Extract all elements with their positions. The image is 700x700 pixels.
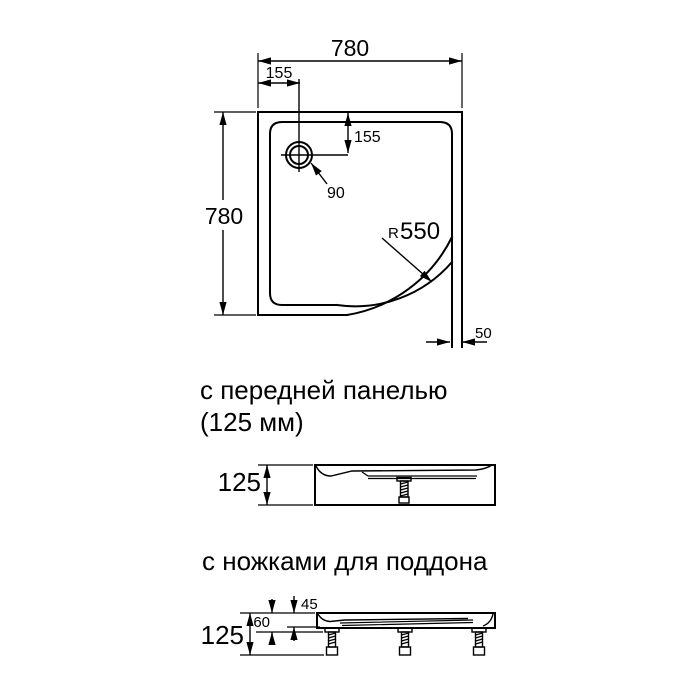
dim-drain-diameter: 90 (310, 162, 345, 202)
leg (471, 627, 487, 656)
dim-frame-height: 60 (253, 599, 323, 645)
dim-label-drain-diameter: 90 (327, 185, 345, 202)
tray-inner-corner-arc (335, 260, 454, 308)
panel-outline (314, 464, 496, 506)
tray-inner-contour (269, 121, 453, 348)
dim-label-radius-prefix: R (388, 225, 399, 242)
dim-panel-height: 125 (218, 464, 313, 506)
dim-front-offset: 50 (426, 325, 492, 346)
dim-drain-offset-x: 155 (258, 65, 300, 87)
support-board (339, 619, 474, 627)
leg-foot (325, 646, 339, 656)
caption-panel: с передней панелью (125 мм) (200, 375, 448, 437)
dim-label-height: 780 (205, 203, 243, 229)
dim-legs-total-height: 125 (201, 612, 324, 656)
leader-line (310, 162, 328, 185)
thread-hatching (400, 481, 409, 497)
dim-corner-radius: R 550 (381, 218, 440, 283)
leg (324, 627, 340, 656)
dim-left-height: 780 (201, 111, 256, 316)
adjustable-foot (396, 476, 412, 504)
support-board (361, 471, 477, 480)
legs-side-view: 125 60 45 (201, 596, 496, 656)
dim-label-drain-offset-x: 155 (266, 65, 293, 82)
thread-hatching (401, 632, 409, 645)
thread-hatching (475, 632, 483, 645)
label-background (201, 200, 247, 230)
dim-label-total-height: 125 (201, 620, 244, 650)
panel-side-view: 125 (218, 464, 496, 506)
top-view: 780 155 780 155 90 R 550 (201, 35, 492, 348)
leg-foot (398, 646, 412, 656)
dim-label-frame-height: 60 (253, 614, 270, 631)
dim-label-radius-value: 550 (400, 218, 440, 245)
dim-tray-height: 45 (287, 596, 320, 641)
tray-outer-corner-arc (345, 235, 454, 317)
tray-section-profile (317, 613, 469, 623)
dim-label-width: 780 (331, 35, 369, 61)
leader-line (381, 237, 433, 283)
leg (397, 627, 413, 656)
caption-panel-text: с передней панелью (200, 375, 448, 405)
caption-panel-size-text: (125 мм) (200, 407, 304, 437)
front-edge-curve (482, 613, 494, 627)
dim-label-tray-height: 45 (301, 596, 318, 613)
dim-drain-offset-y: 155 (344, 113, 381, 153)
dim-label-drain-offset-y: 155 (354, 129, 381, 146)
foot-base (398, 496, 410, 504)
dim-label-panel-height: 125 (218, 467, 261, 497)
caption-legs-text: с ножками для поддона (202, 546, 488, 576)
leg-foot (472, 646, 486, 656)
caption-legs: с ножками для поддона (202, 546, 488, 576)
thread-hatching (328, 632, 336, 645)
tray-section-profile (315, 464, 493, 477)
dim-label-front-offset: 50 (475, 325, 492, 342)
